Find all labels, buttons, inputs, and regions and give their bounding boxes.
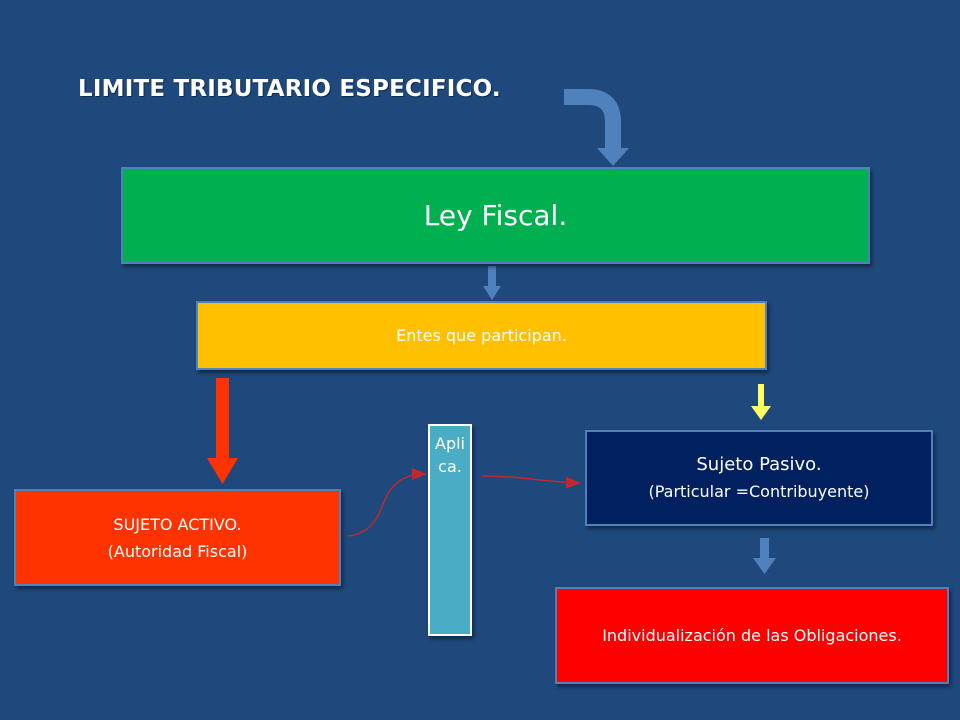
sujeto-pasivo-title: Sujeto Pasivo. [696,454,822,475]
curved-connector-activo-aplica [347,468,427,537]
aplica-box: Aplica. [428,424,472,636]
sujeto-pasivo-box: Sujeto Pasivo. (Particular =Contribuyent… [585,430,933,526]
aplica-label: Aplica. [435,434,465,476]
entes-box: Entes que participan. [196,301,767,370]
entes-label: Entes que participan. [396,326,567,345]
arrow-to-sujeto-pasivo [751,384,771,420]
sujeto-activo-title: SUJETO ACTIVO. [113,514,242,534]
sujeto-activo-subtitle: (Autoridad Fiscal) [107,541,248,561]
arrow-ley-to-entes [483,266,501,300]
individualizacion-label: Individualización de las Obligaciones. [602,626,902,645]
arrow-to-individualizacion [753,538,776,574]
bent-down-arrow [564,89,629,166]
sujeto-activo-box: SUJETO ACTIVO. (Autoridad Fiscal) [14,489,341,586]
connector-aplica-pasivo [481,475,581,489]
sujeto-pasivo-subtitle: (Particular =Contribuyente) [648,482,870,501]
arrow-to-sujeto-activo [207,378,238,484]
individualizacion-box: Individualización de las Obligaciones. [555,587,949,684]
ley-fiscal-label: Ley Fiscal. [423,199,568,232]
ley-fiscal-box: Ley Fiscal. [121,167,870,264]
slide-title: LIMITE TRIBUTARIO ESPECIFICO. [78,76,501,102]
